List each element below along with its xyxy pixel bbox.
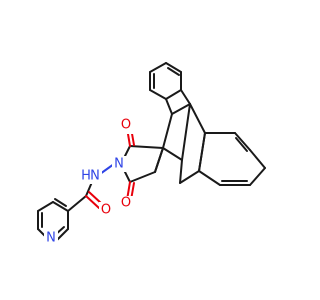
- imide-carbonyls: [126, 127, 135, 201]
- label-bg: [88, 168, 102, 184]
- oxygen-label-lower: O: [121, 196, 131, 211]
- label-bg: [119, 196, 133, 212]
- pyridine-nitrogen-label: N: [46, 231, 56, 246]
- bicyclic-core: [154, 89, 206, 184]
- amide-oxygen-label: O: [101, 203, 111, 218]
- label-bg: [112, 156, 126, 172]
- imide-nitrogen-label: N: [114, 157, 124, 172]
- molecule-canvas: O O N N H O N: [37, 62, 266, 246]
- right-benzene-ring: [198, 132, 266, 186]
- label-bg: [99, 202, 113, 218]
- amide-nitrogen-label: N: [90, 169, 100, 184]
- label-bg: [119, 118, 133, 134]
- molecule-structure: O O N N H O N: [37, 62, 266, 246]
- label-bg: [44, 230, 58, 246]
- oxygen-label-upper: O: [121, 118, 131, 133]
- amide-hydrogen-label: H: [81, 169, 91, 184]
- imide-ring: [120, 145, 164, 183]
- upper-benzene-ring: [149, 62, 182, 100]
- atom-labels: O O N N H O N: [44, 118, 133, 246]
- pyridine-ring: [37, 198, 69, 241]
